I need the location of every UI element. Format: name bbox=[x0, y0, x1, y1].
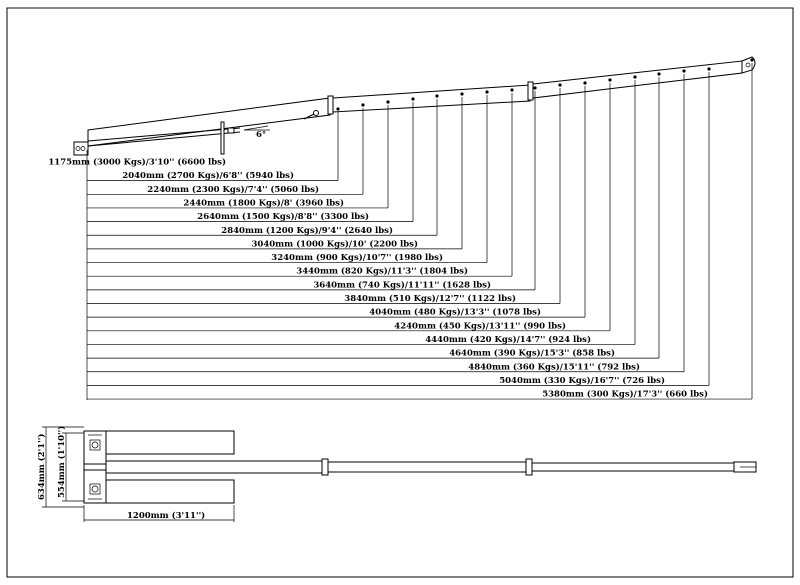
boom-hole bbox=[533, 86, 537, 90]
boom-hole bbox=[558, 83, 562, 87]
reach-label: 2840mm (1200 Kgs)/9'4'' (2640 lbs) bbox=[221, 225, 393, 236]
reach-label: 4640mm (390 Kgs)/15'3'' (858 lbs) bbox=[449, 348, 615, 359]
boom-hole bbox=[682, 69, 686, 73]
drawing-frame bbox=[6, 7, 794, 578]
reach-label: 4440mm (420 Kgs)/14'7'' (924 lbs) bbox=[425, 334, 591, 345]
reach-label: 3440mm (820 Kgs)/11'3'' (1804 lbs) bbox=[296, 266, 468, 277]
angle-label: 6° bbox=[256, 130, 266, 140]
reach-label: 4840mm (360 Kgs)/15'11'' (792 lbs) bbox=[468, 361, 640, 372]
boom-hole bbox=[485, 90, 489, 94]
plan-view: 634mm (2'1'') 554mm (1'10'') 1200mm (3'1… bbox=[36, 426, 757, 522]
boom-hole bbox=[608, 78, 612, 82]
reach-label: 3040mm (1000 Kgs)/10' (2200 lbs) bbox=[252, 238, 419, 249]
reach-label: 2640mm (1500 Kgs)/8'8'' (3300 lbs) bbox=[197, 211, 369, 222]
boom-hole bbox=[657, 72, 661, 76]
boom-hole bbox=[633, 75, 637, 79]
reach-label: 2240mm (2300 Kgs)/7'4'' (5060 lbs) bbox=[147, 184, 319, 195]
reach-label: 5040mm (330 Kgs)/16'7'' (726 lbs) bbox=[499, 375, 665, 386]
reach-label: 3840mm (510 Kgs)/12'7'' (1122 lbs) bbox=[344, 293, 516, 304]
side-view-boom: 6° bbox=[73, 56, 756, 156]
boom-hole bbox=[336, 107, 340, 111]
boom-hole bbox=[510, 88, 514, 92]
boom-hole bbox=[583, 81, 587, 85]
boom-hole bbox=[361, 103, 365, 107]
boom-hole bbox=[707, 67, 711, 71]
reach-label: 1175mm (3000 Kgs)/3'10'' (6600 lbs) bbox=[48, 157, 226, 168]
boom-hole bbox=[435, 94, 439, 98]
boom-hole bbox=[411, 97, 415, 101]
reach-label: 5380mm (300 Kgs)/17'3'' (660 lbs) bbox=[542, 389, 708, 400]
plan-length-label: 1200mm (3'11'') bbox=[127, 510, 205, 521]
plan-outer-width-label: 634mm (2'1'') bbox=[36, 434, 47, 500]
reach-label: 3240mm (900 Kgs)/10'7'' (1980 lbs) bbox=[271, 252, 443, 263]
reach-label: 2040mm (2700 Kgs)/6'8'' (5940 lbs) bbox=[122, 170, 294, 181]
boom-hole bbox=[386, 100, 390, 104]
reach-label: 4240mm (450 Kgs)/13'11'' (990 lbs) bbox=[394, 320, 566, 331]
plan-inner-width-label: 554mm (1'10'') bbox=[56, 426, 67, 498]
reach-label: 2440mm (1800 Kgs)/8' (3960 lbs) bbox=[183, 197, 344, 208]
boom-hole bbox=[750, 58, 754, 62]
boom-holes bbox=[336, 58, 754, 111]
reach-dimensions: 1175mm (3000 Kgs)/3'10'' (6600 lbs) 2040m… bbox=[48, 63, 753, 401]
reach-label: 4040mm (480 Kgs)/13'3'' (1078 lbs) bbox=[369, 307, 541, 318]
boom-hole bbox=[460, 92, 464, 96]
reach-label: 3640mm (740 Kgs)/11'11'' (1628 lbs) bbox=[313, 279, 491, 290]
